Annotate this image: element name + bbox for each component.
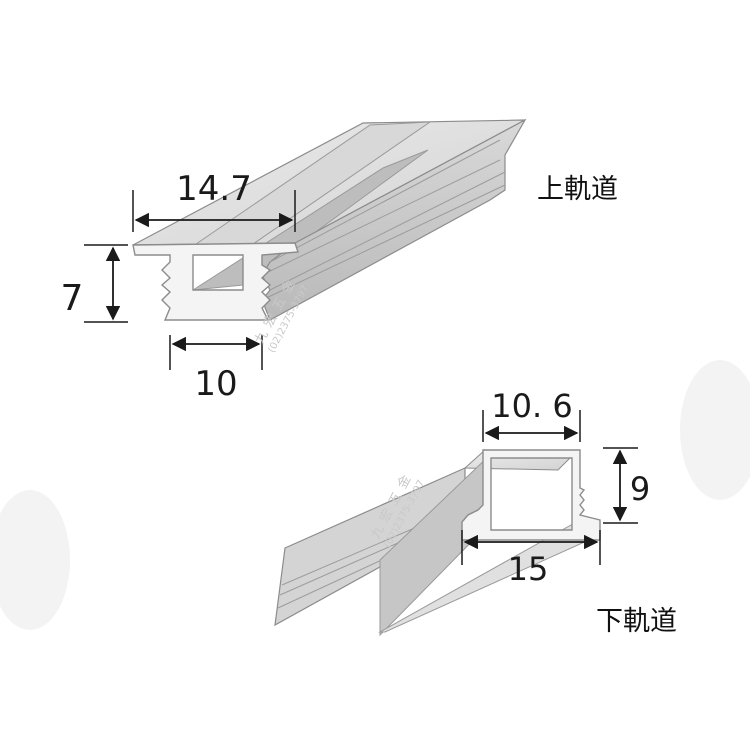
upper-width-top-label: 14.7 xyxy=(176,169,252,209)
upper-height-dimension: 7 xyxy=(61,244,128,323)
lower-width-bottom-dimension: 15 xyxy=(461,530,601,588)
lower-rail-name: 下軌道 xyxy=(596,606,677,637)
lower-width-bottom-label: 15 xyxy=(508,550,549,588)
upper-rail-cross-section xyxy=(132,242,299,321)
upper-width-bottom-dimension: 10 xyxy=(169,335,263,404)
upper-height-label: 7 xyxy=(61,278,84,319)
lower-width-top-dimension: 10. 6 xyxy=(482,387,581,442)
upper-width-bottom-label: 10 xyxy=(194,364,237,404)
lower-rail-cross-section xyxy=(461,449,601,541)
lower-height-dimension: 9 xyxy=(603,447,650,524)
upper-width-top-dimension: 14.7 xyxy=(132,169,296,232)
upper-rail-name: 上軌道 xyxy=(537,174,618,205)
lower-width-top-label: 10. 6 xyxy=(491,387,572,425)
lower-height-label: 9 xyxy=(630,470,650,508)
